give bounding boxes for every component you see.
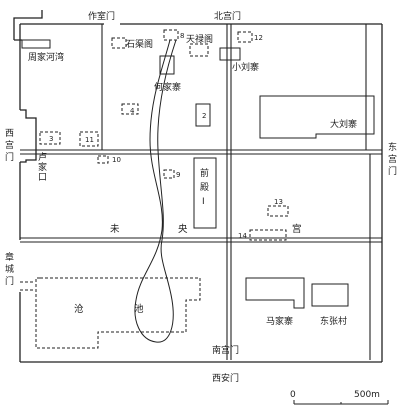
site-num-13: 13 (274, 198, 283, 206)
gate-zhangcheng: 章 城 门 (5, 251, 14, 287)
svg-text:宫: 宫 (5, 139, 14, 151)
site-num-10: 10 (112, 156, 121, 164)
place-shiqu: 石渠阁 (126, 38, 153, 50)
site-12 (237, 31, 253, 43)
gate-xian: 西安门 (212, 372, 239, 384)
svg-text:宫: 宫 (388, 153, 397, 165)
site-hejiazhai (159, 55, 175, 75)
site-4 (121, 103, 139, 115)
place-yang: 央 (178, 223, 188, 235)
svg-text:殿: 殿 (200, 182, 209, 193)
site-markers (39, 29, 375, 309)
scale-zero: 0 (290, 390, 296, 400)
place-xiaoliuzhai: 小刘寨 (232, 61, 259, 73)
site-10 (97, 155, 109, 164)
place-hejiazhai: 何家寨 (154, 81, 181, 93)
river-channel (134, 39, 177, 343)
labels: 作室门 北宫门 周家河湾 石渠阁 天禄阁 小刘寨 何家寨 大刘寨 8 12 4 … (5, 10, 397, 384)
palace-outer-wall (13, 10, 383, 363)
site-xiaoliuzhai (219, 47, 241, 61)
place-gong: 宫 (292, 223, 302, 235)
site-num-11: 11 (85, 136, 94, 144)
gate-beigong: 北宫门 (214, 10, 241, 22)
site-num-14: 14 (238, 232, 247, 240)
site-num-12: 12 (254, 34, 263, 42)
site-8 (163, 29, 179, 41)
site-majiazhai (245, 277, 305, 309)
svg-text:家: 家 (38, 161, 47, 173)
site-13 (267, 205, 289, 217)
site-num-3: 3 (49, 135, 53, 143)
site-num-8: 8 (180, 32, 184, 40)
site-3 (39, 131, 61, 145)
site-11 (79, 131, 99, 147)
site-shiqu (111, 37, 127, 49)
svg-text:前: 前 (200, 167, 209, 179)
place-chi: 池 (134, 303, 144, 315)
svg-text:卢: 卢 (38, 151, 47, 163)
gate-donggong: 东 宫 门 (388, 141, 397, 177)
site-daliuzhai (259, 95, 375, 139)
gate-xigong: 西 宫 门 (5, 128, 14, 163)
place-dongzhangcun: 东张村 (320, 315, 347, 327)
site-num-2: 2 (202, 112, 206, 120)
svg-text:门: 门 (5, 275, 14, 287)
site-14 (249, 229, 287, 241)
gate-nangong: 南宫门 (212, 344, 239, 356)
site-9 (163, 169, 175, 179)
place-qiandian: 前 殿 Ⅰ (200, 167, 209, 207)
place-daliuzhai: 大刘寨 (330, 118, 357, 130)
svg-text:西: 西 (5, 128, 14, 139)
svg-text:章: 章 (5, 251, 14, 263)
gate-zuoshi: 作室门 (88, 10, 115, 22)
svg-text:门: 门 (388, 165, 397, 177)
svg-text:口: 口 (38, 173, 47, 183)
svg-text:东: 东 (388, 141, 397, 153)
site-dongzhangcun (311, 283, 349, 307)
place-tianlu: 天禄阁 (186, 33, 213, 45)
place-zhoujiahewan: 周家河湾 (28, 51, 64, 63)
scale-bar: 0 500m (290, 390, 389, 405)
site-num-9: 9 (176, 171, 180, 179)
site-tianlu (189, 43, 209, 57)
site-2 (195, 103, 211, 127)
cangchi-pond (35, 277, 201, 349)
scale-length: 500m (354, 390, 380, 400)
svg-text:Ⅰ: Ⅰ (202, 197, 205, 207)
site-num-4: 4 (130, 107, 135, 115)
qiandian-hall (193, 157, 217, 229)
place-lujiakou: 卢 家 口 (38, 151, 47, 183)
place-wei: 未 (110, 223, 120, 235)
place-cang: 沧 (74, 303, 84, 315)
svg-text:城: 城 (5, 264, 14, 275)
place-majiazhai: 马家寨 (266, 315, 293, 327)
internal-roads (20, 24, 382, 360)
svg-text:门: 门 (5, 151, 14, 163)
